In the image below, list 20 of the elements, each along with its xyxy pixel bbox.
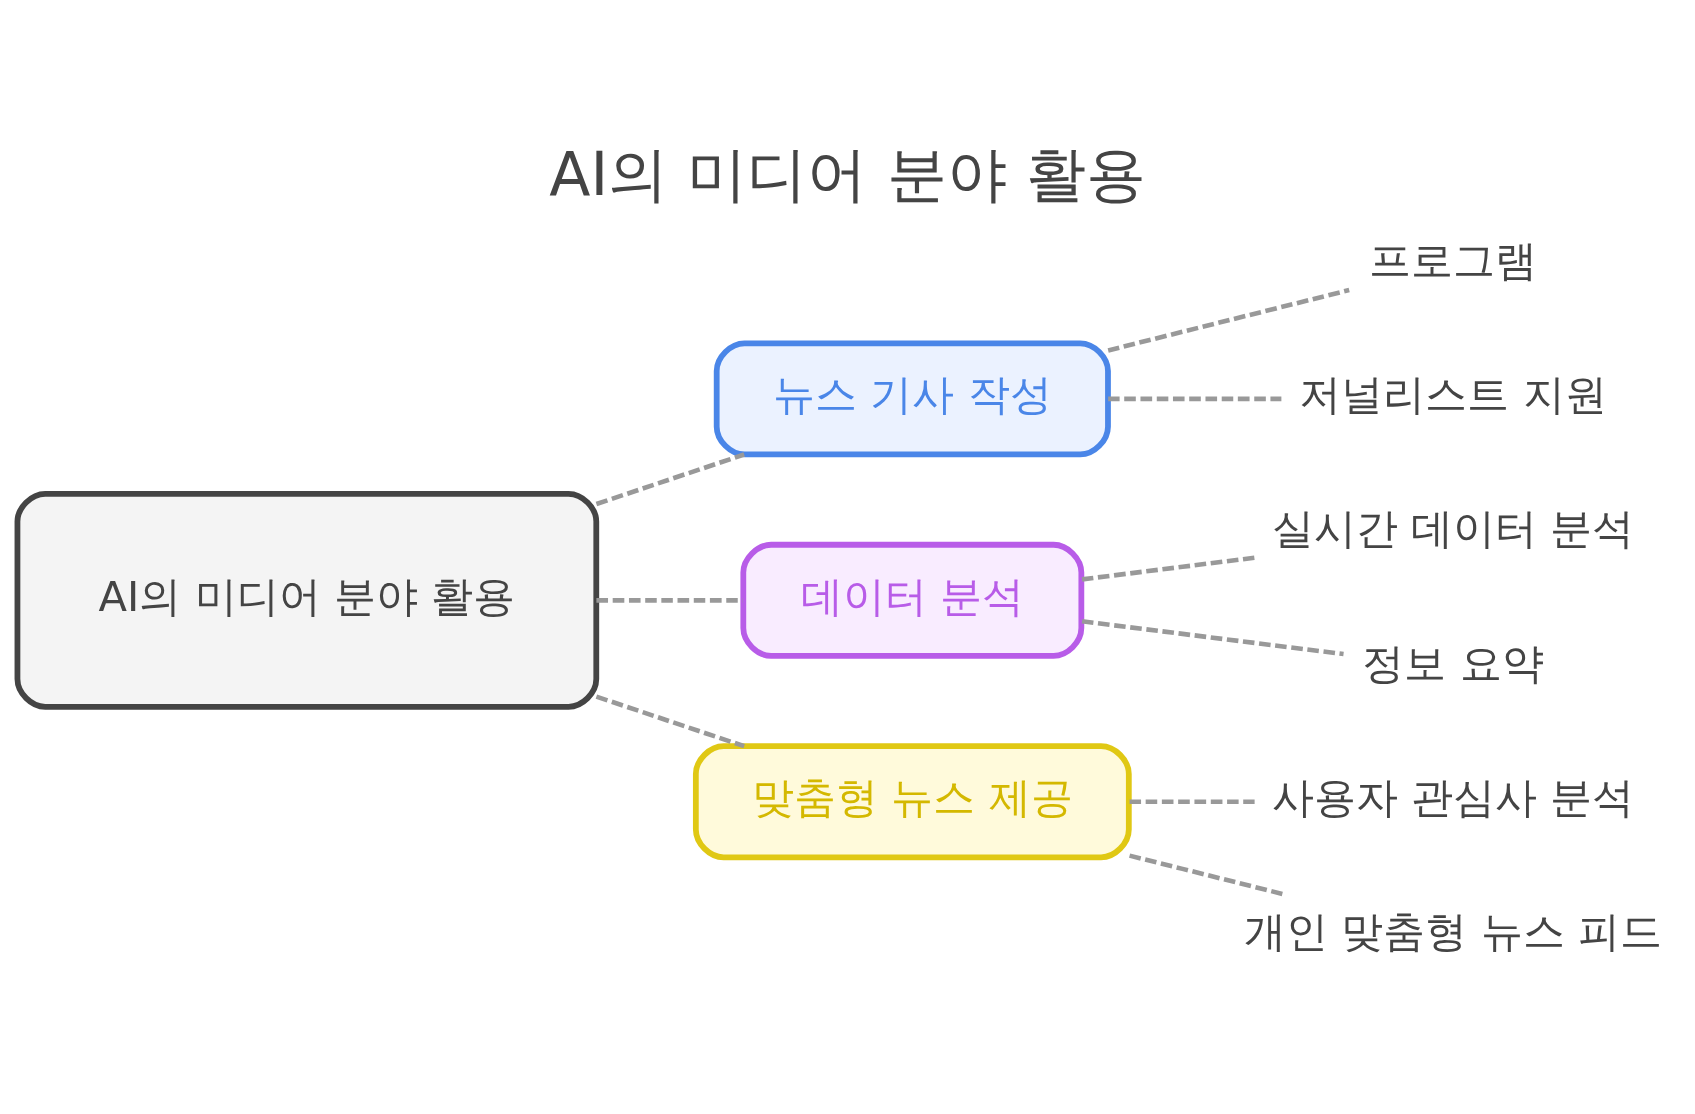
connector (595, 451, 745, 506)
connector (1081, 554, 1255, 582)
node-text: 사용자 관심사 분석 (1271, 772, 1635, 822)
node-text: 프로그램 (1368, 235, 1537, 285)
node-text: 실시간 데이터 분석 (1271, 503, 1635, 553)
node-box: AI의 미디어 분야 활용 (14, 490, 600, 710)
node-text: 정보 요약 (1362, 638, 1544, 688)
connector (596, 597, 743, 603)
node-box: 데이터 분석 (740, 541, 1085, 659)
connector (1108, 396, 1282, 401)
node-text: 저널리스트 지원 (1299, 369, 1607, 419)
diagram-title: AI의 미디어 분야 활용 (549, 138, 1146, 209)
connector (1129, 798, 1255, 804)
node-box: 맞춤형 뉴스 제공 (692, 742, 1132, 860)
connector (1107, 287, 1350, 353)
node-box: 뉴스 기사 작성 (713, 339, 1111, 457)
connector (595, 693, 745, 748)
node-text: 개인 맞춤형 뉴스 피드 (1244, 906, 1662, 956)
connector (1129, 852, 1285, 896)
connector (1081, 618, 1344, 656)
